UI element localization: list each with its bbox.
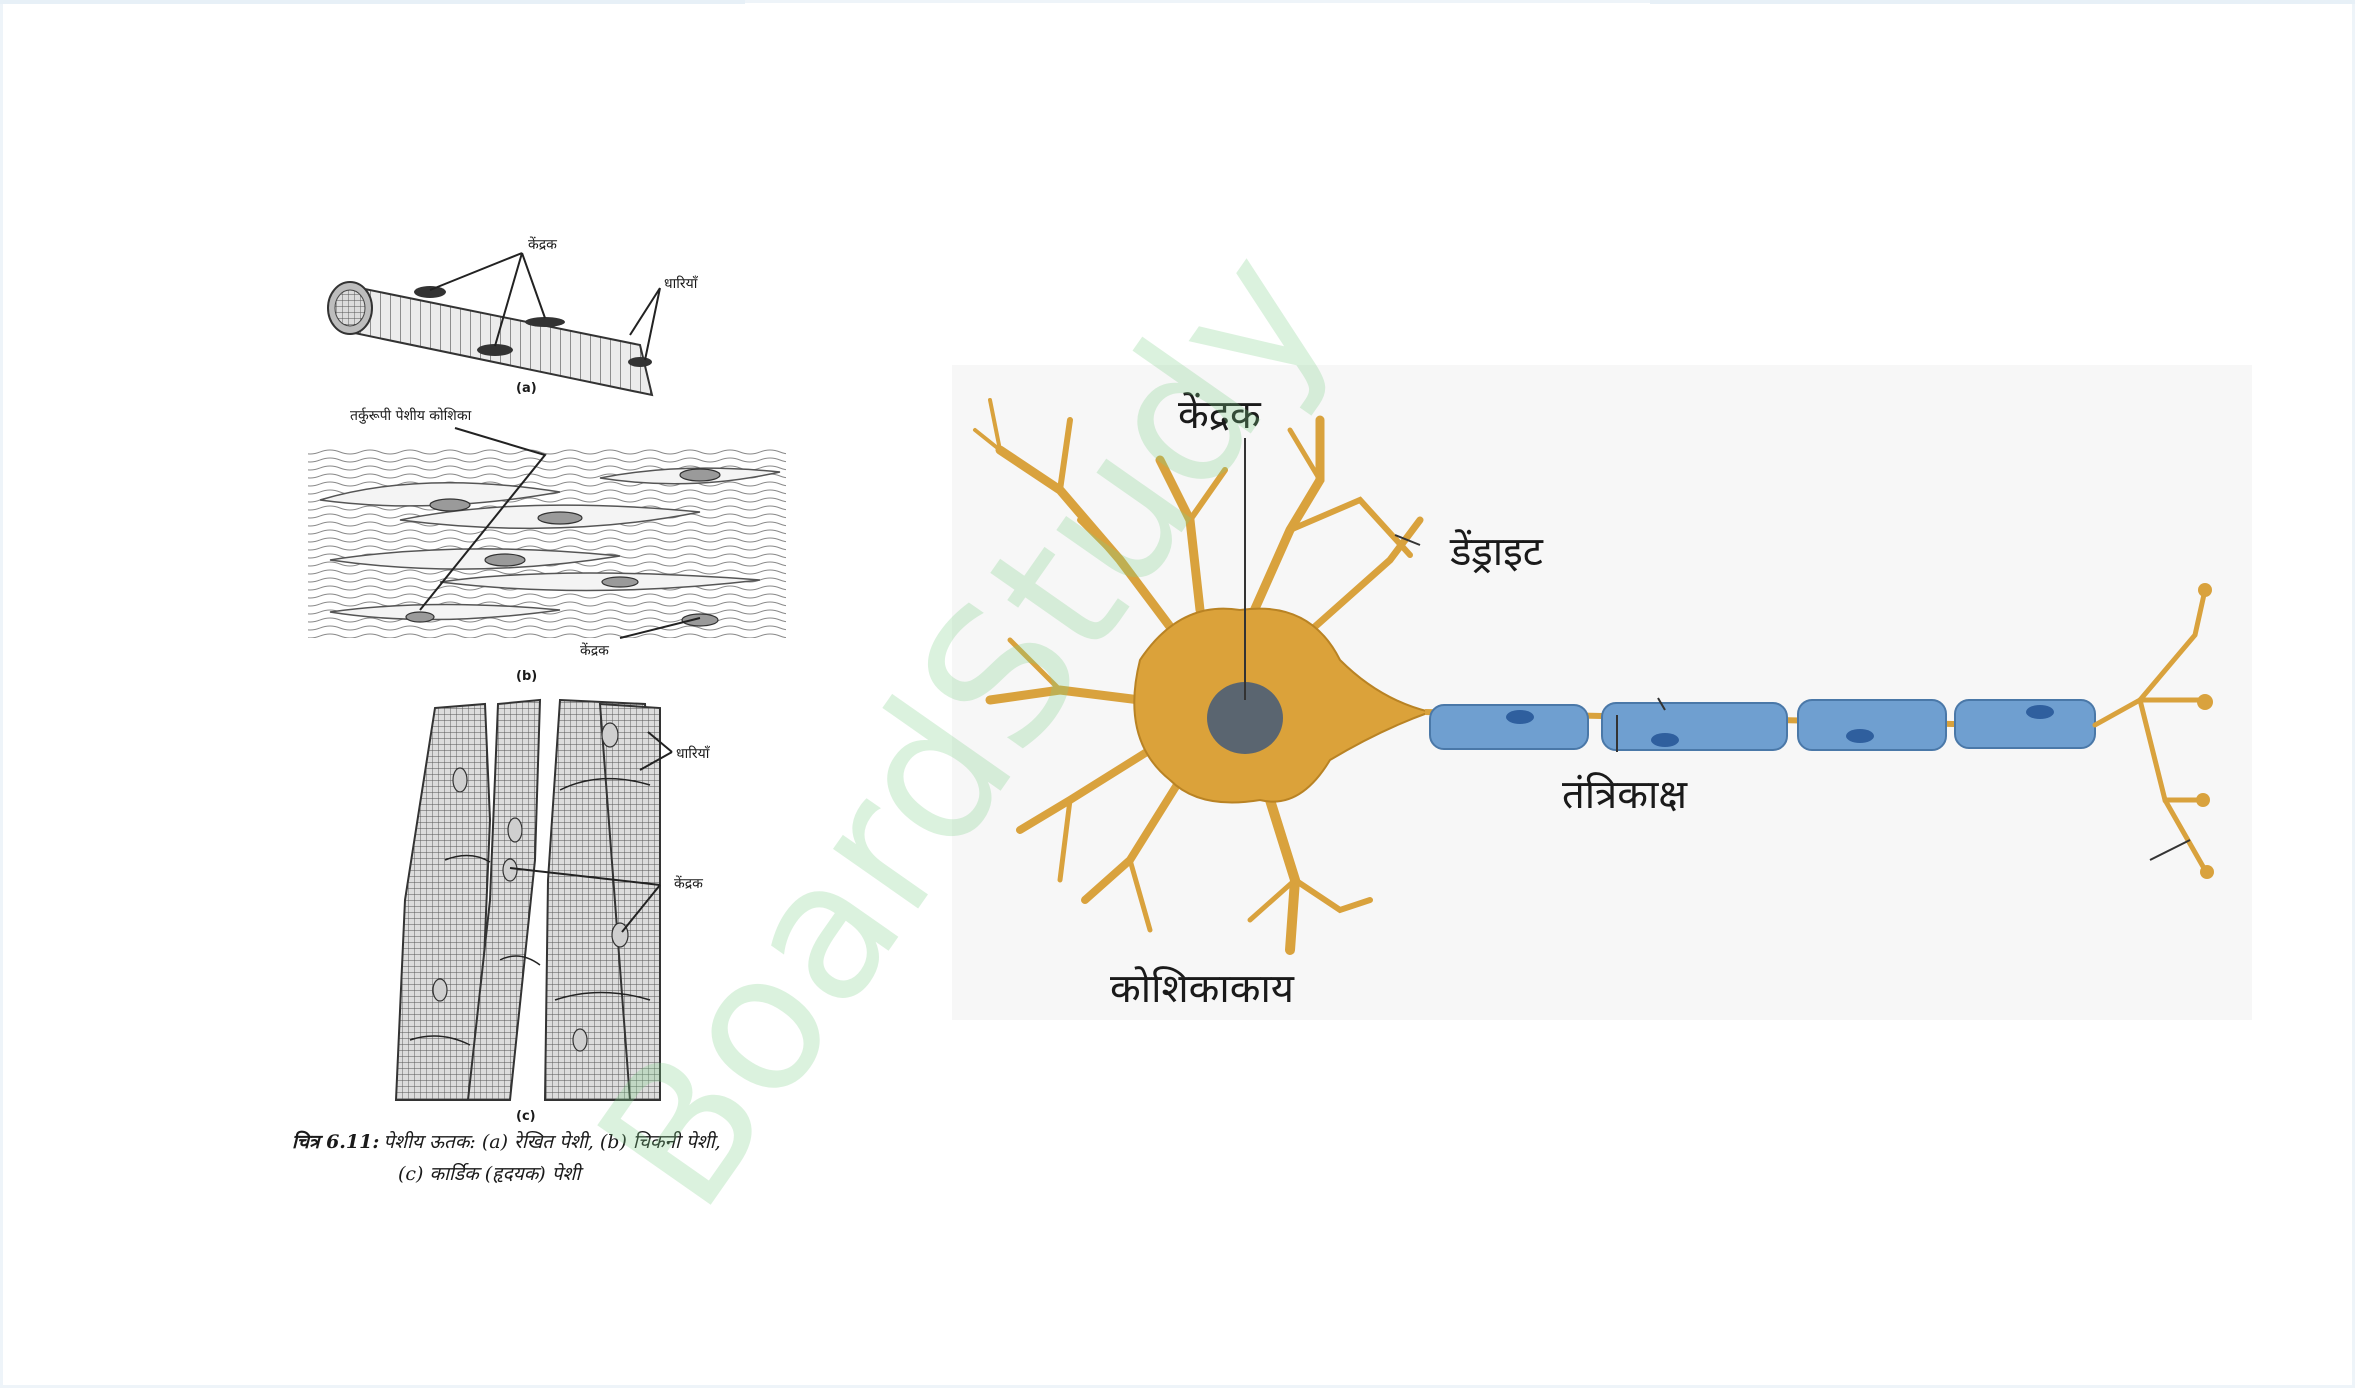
panel-tag-a: (a) [516,381,537,396]
striated-muscle-panel: केंद्रक धारियाँ (a) [327,236,698,397]
figure-caption-line-1: चित्र 6.11:पेशीय ऊतक: (a) रेखित पेशी, (b… [292,1130,721,1153]
striated-nucleus-shape-3 [525,317,565,327]
dendrites [973,398,1424,955]
synaptic-knobs [2196,583,2214,879]
top-border-right [1650,0,2355,4]
cardiac-muscle-panel: धारियाँ केंद्रक (c) [394,698,710,1124]
striated-striations-label: धारियाँ [664,275,698,292]
cardiac-nuclei-shapes [432,722,629,1052]
schwann-nuclei [1506,705,2054,747]
panel-tag-b: (b) [516,669,537,684]
striated-nucleus-shape-2 [477,344,513,356]
figure-caption-line-2: (c) कार्डिक (हृदयक) पेशी [398,1162,584,1185]
striated-nucleus-label: केंद्रक [528,236,557,253]
axon-terminals [2092,587,2208,873]
cardiac-nucleus-label: केंद्रक [674,875,703,892]
cardiac-leader-lines [509,731,673,933]
striated-nucleus-shape-1 [414,286,446,298]
cell-body-label: कोशिकाकाय [1110,966,1295,1012]
neuron-leader-lines [1244,438,2191,861]
striated-nucleus-shape-4 [628,357,652,367]
neuron-diagram: केंद्रक डेंड्राइट तंत्रिकाक्ष कोशिकाकाय [952,365,2252,1020]
striated-leader-lines [429,252,661,361]
neuron-nucleus-label: केंद्रक [1178,392,1262,438]
intercalated-discs [409,777,651,1046]
cardiac-fibres [394,698,661,1101]
smooth-muscle-panel: तर्कुरूपी पेशीय कोशिका केंद्रक (b) [308,407,786,684]
striated-fibre-drawing [327,281,654,397]
spindle-cell-label: तर्कुरूपी पेशीय कोशिका [350,407,472,424]
cardiac-striations-label: धारियाँ [676,745,710,762]
top-border-left [0,0,745,4]
axon-label: तंत्रिकाक्ष [1562,772,1688,818]
panel-tag-c: (c) [516,1109,536,1124]
myelin-sheath [1429,699,2096,751]
cell-body-shape [1133,607,1434,804]
neuron-nucleus-shape [1207,682,1283,754]
smooth-nuclei-shapes [405,468,721,627]
smooth-leader-lines [419,427,701,639]
smooth-nucleus-label: केंद्रक [580,642,609,659]
dendrite-label: डेंड्राइट [1449,529,1544,575]
